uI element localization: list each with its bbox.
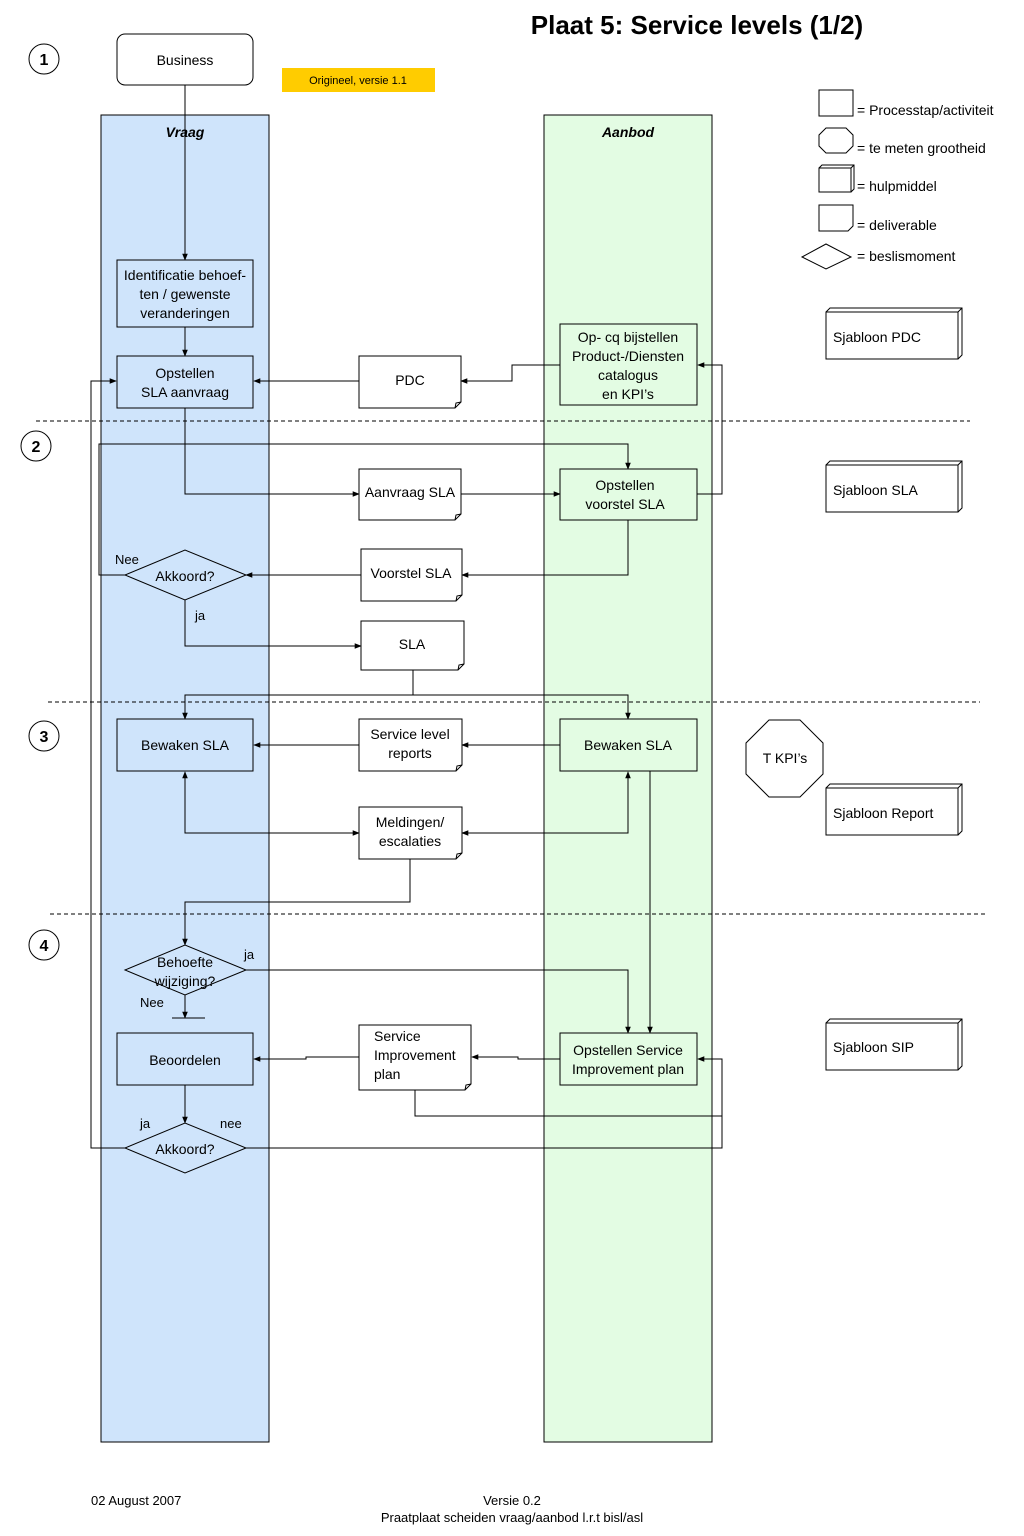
svg-text:4: 4 [40,938,49,955]
service-improvement-plan-deliverable: Service Improvement plan [358,1024,472,1091]
pdc-deliverable: PDC [358,355,462,409]
identificatie-node: Identificatie behoef- ten / gewenste ver… [116,259,254,328]
svg-text:Sjabloon SIP: Sjabloon SIP [833,1039,914,1055]
legend-measure-shape [818,127,854,154]
svg-text:3: 3 [40,729,49,746]
ja-label-3: ja [139,1116,151,1131]
svg-text:Origineel, versie 1.1: Origineel, versie 1.1 [309,75,407,87]
business-node: Business [116,33,254,86]
svg-text:SLA aanvraag: SLA aanvraag [141,384,229,400]
svg-text:Sjabloon PDC: Sjabloon PDC [833,329,921,345]
svg-text:Improvement plan: Improvement plan [572,1061,684,1077]
bewaken-sla-vraag-node: Bewaken SLA [116,718,254,772]
sjabloon-report-tool: Sjabloon Report [825,783,963,836]
svg-text:Opstellen: Opstellen [595,477,654,493]
svg-text:Service: Service [374,1028,421,1044]
svg-text:Sjabloon SLA: Sjabloon SLA [833,482,919,498]
sla-deliverable: SLA [360,620,465,671]
svg-text:1: 1 [40,52,49,69]
svg-text:wijziging?: wijziging? [154,973,216,989]
sjabloon-pdc-tool: Sjabloon PDC [825,307,963,360]
bewaken-sla-aanbod-node: Bewaken SLA [559,718,698,772]
svg-text:Op- cq bijstellen: Op- cq bijstellen [578,329,678,345]
service-level-reports-deliverable: Service level reports [358,718,463,772]
svg-text:2: 2 [32,439,41,456]
svg-text:ten / gewenste: ten / gewenste [139,286,230,302]
legend-deliverable-shape [818,204,854,232]
nee-label-3: nee [220,1116,242,1131]
nee-label-1: Nee [115,552,139,567]
svg-text:voorstel SLA: voorstel SLA [585,496,665,512]
svg-text:PDC: PDC [395,372,425,388]
phase-marker-3: 3 [28,720,60,752]
phase-marker-1: 1 [28,43,60,75]
svg-text:Voorstel SLA: Voorstel SLA [371,565,453,581]
voorstel-sla-deliverable: Voorstel SLA [360,548,463,602]
svg-text:en KPI’s: en KPI’s [602,386,654,402]
svg-text:Akkoord?: Akkoord? [155,1141,214,1157]
legend-tool-label: = hulpmiddel [857,178,937,194]
svg-text:Bewaken SLA: Bewaken SLA [584,737,673,753]
bijstellen-pdc-node: Op- cq bijstellen Product-/Diensten cata… [559,323,698,406]
t-kpis-measure: T KPI’s [745,719,824,798]
footer-version: Versie 0.2 [483,1493,541,1508]
svg-text:veranderingen: veranderingen [140,305,230,321]
version-badge: Origineel, versie 1.1 [282,68,435,92]
svg-text:catalogus: catalogus [598,367,658,383]
svg-text:Product-/Diensten: Product-/Diensten [572,348,684,364]
legend-process-label: = Processtap/activiteit [857,102,994,118]
svg-text:reports: reports [388,745,432,761]
akkoord-decision-2: Akkoord? [123,1122,248,1174]
legend-measure-label: = te meten grootheid [857,140,986,156]
footer-caption: Praatplaat scheiden vraag/aanbod l.r.t b… [381,1510,643,1525]
svg-text:Akkoord?: Akkoord? [155,568,214,584]
svg-text:Sjabloon Report: Sjabloon Report [833,805,934,821]
opstellen-sla-aanvraag-node: Opstellen SLA aanvraag [116,355,254,409]
opstellen-sip-node: Opstellen Service Improvement plan [559,1032,698,1086]
legend-process-shape [818,89,854,117]
legend-tool-shape [818,164,855,193]
akkoord-decision-1: Akkoord? [123,549,248,601]
connectors [90,85,723,1149]
phase-separators [36,420,985,915]
svg-text:Service level: Service level [370,726,449,742]
svg-text:plan: plan [374,1066,400,1082]
svg-text:SLA: SLA [399,636,426,652]
svg-text:Opstellen Service: Opstellen Service [573,1042,683,1058]
svg-text:Improvement: Improvement [374,1047,456,1063]
svg-text:Opstellen: Opstellen [155,365,214,381]
lane-aanbod-label: Aanbod [601,124,655,140]
page-title: Plaat 5: Service levels (1/2) [531,10,863,40]
nee-label-2: Nee [140,995,164,1010]
ja-label-1: ja [194,608,206,623]
aanvraag-sla-deliverable: Aanvraag SLA [358,468,462,521]
legend: = Processtap/activiteit = te meten groot… [800,89,994,270]
svg-text:escalaties: escalaties [379,833,441,849]
legend-decision-shape [800,243,853,270]
behoefte-wijziging-decision: Behoefte wijziging? [123,944,248,996]
svg-text:Bewaken SLA: Bewaken SLA [141,737,230,753]
phase-marker-2: 2 [20,430,52,462]
sjabloon-sla-tool: Sjabloon SLA [825,460,963,513]
svg-text:Beoordelen: Beoordelen [149,1052,221,1068]
meldingen-escalaties-deliverable: Meldingen/ escalaties [358,806,463,860]
opstellen-voorstel-sla-node: Opstellen voorstel SLA [559,468,698,521]
svg-text:Identificatie behoef-: Identificatie behoef- [124,267,247,283]
footer-date: 02 August 2007 [91,1493,181,1508]
ja-label-2: ja [243,947,255,962]
svg-text:Business: Business [157,52,214,68]
svg-text:Aanvraag SLA: Aanvraag SLA [365,484,456,500]
svg-text:Meldingen/: Meldingen/ [376,814,445,830]
beoordelen-node: Beoordelen [116,1032,254,1086]
svg-text:Behoefte: Behoefte [157,954,213,970]
svg-text:T KPI’s: T KPI’s [763,750,808,766]
legend-deliverable-label: = deliverable [857,217,937,233]
sjabloon-sip-tool: Sjabloon SIP [825,1018,963,1071]
legend-decision-label: = beslismoment [857,248,956,264]
phase-marker-4: 4 [28,929,60,961]
